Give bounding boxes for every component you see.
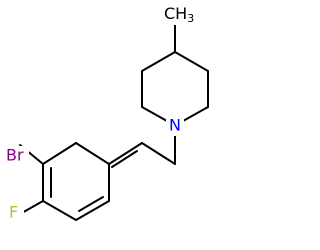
benzene-bond-3 <box>75 200 110 221</box>
methyl-label: CH3 <box>164 4 194 26</box>
methyl-label-bg <box>161 3 195 25</box>
methyl-subscript-text: 3 <box>187 12 194 25</box>
ring-bond-c4-c3b <box>174 51 209 72</box>
benzene-bond-4 <box>42 200 77 221</box>
nitrogen-label: N <box>169 116 181 135</box>
nitrogen-label-bg <box>166 116 184 136</box>
bromine-label: Br <box>6 146 24 165</box>
ring-bond-c2b-n <box>182 106 209 122</box>
fluorine-label-bg <box>6 203 24 223</box>
benzene-bond-1 <box>108 142 143 165</box>
benzene-bond-7 <box>75 142 110 165</box>
structure-canvas: CH3 N Br F <box>0 0 250 250</box>
methyl-main-text: CH <box>164 4 187 23</box>
benzene-bond-1-inner <box>111 150 138 168</box>
ring-bond-c4-c3a <box>141 51 176 72</box>
ch2-to-benzene-bond <box>141 142 176 165</box>
molecule-drawing: CH3 N Br F <box>0 0 250 250</box>
ring-bond-c2a-n <box>141 106 168 122</box>
fluorine-label: F <box>9 203 18 222</box>
background <box>0 0 250 250</box>
benzene-bond-6 <box>42 142 77 165</box>
bromine-label-bg <box>3 146 29 166</box>
benzene-bond-3-inner <box>78 196 104 212</box>
